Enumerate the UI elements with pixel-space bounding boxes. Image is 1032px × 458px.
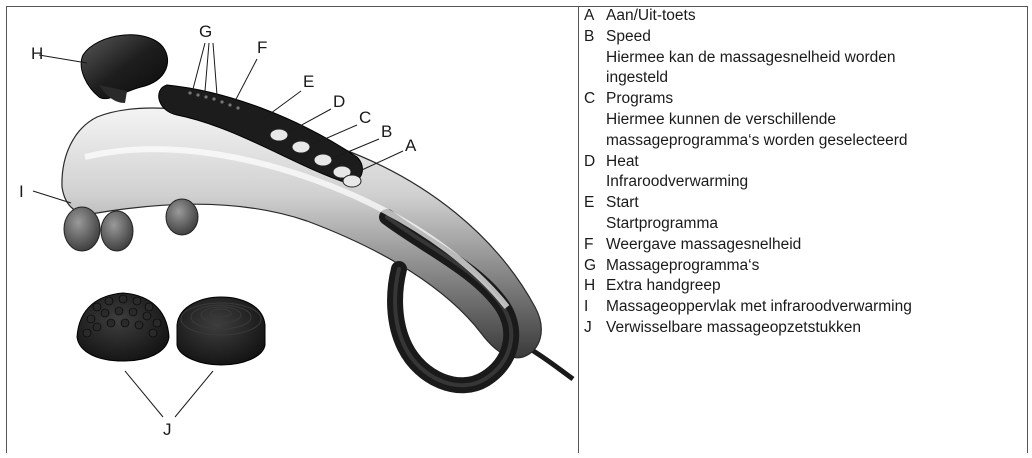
legend-item-a: A Aan/Uit-toets xyxy=(584,6,1024,27)
legend-desc-b: Hiermee kan de massagesnelheid worden in… xyxy=(584,48,1024,90)
legend-item-b: B Speed xyxy=(584,27,1024,48)
callout-a: A xyxy=(405,137,416,154)
legend-item-c: C Programs xyxy=(584,89,1024,110)
legend-desc-line: Infraroodverwarming xyxy=(606,172,1024,193)
start-button-shape xyxy=(270,129,288,141)
legend-item-d: D Heat xyxy=(584,152,1024,173)
legend-letter: J xyxy=(584,318,606,339)
legend-term: Speed xyxy=(606,27,651,48)
callout-i: I xyxy=(19,183,24,200)
legend-term: Start xyxy=(606,193,639,214)
legend-desc-line: Startprogramma xyxy=(606,214,1024,235)
extra-handle-knob xyxy=(81,35,167,99)
massager-figure: H G F E D C B A I J xyxy=(7,7,577,453)
legend-letter: H xyxy=(584,276,606,297)
legend-letter: A xyxy=(584,6,606,27)
legend-letter: E xyxy=(584,193,606,214)
heat-button-shape xyxy=(292,141,310,153)
legend-term: Verwisselbare massageopzetstukken xyxy=(606,318,861,339)
legend-desc-c: Hiermee kunnen de verschillende massagep… xyxy=(584,110,1024,152)
massager-illustration xyxy=(7,7,577,453)
callout-g: G xyxy=(199,23,212,40)
legend-letter: F xyxy=(584,235,606,256)
ridged-attachment xyxy=(177,297,265,365)
legend-desc-e: Startprogramma xyxy=(584,214,1024,235)
legend-term: Heat xyxy=(606,152,639,173)
power-button-shape xyxy=(343,175,361,187)
legend-item-e: E Start xyxy=(584,193,1024,214)
legend-item-i: I Massageoppervlak met infraroodverwarmi… xyxy=(584,297,1024,318)
legend-item-g: G Massageprogramma‘s xyxy=(584,256,1024,277)
power-cable xyxy=(527,347,573,379)
callout-f: F xyxy=(257,39,267,56)
legend-term: Extra handgreep xyxy=(606,276,721,297)
legend-desc-line: ingesteld xyxy=(606,68,1024,89)
programs-button-shape xyxy=(314,154,332,166)
legend-term: Programs xyxy=(606,89,673,110)
legend-letter: G xyxy=(584,256,606,277)
legend-term: Massageoppervlak met infraroodverwarming xyxy=(606,297,912,318)
column-divider xyxy=(578,6,579,453)
callout-c: C xyxy=(359,109,371,126)
legend-item-j: J Verwisselbare massageopzetstukken xyxy=(584,318,1024,339)
parts-legend: A Aan/Uit-toets B Speed Hiermee kan de m… xyxy=(584,6,1024,339)
legend-term: Massageprogramma‘s xyxy=(606,256,759,277)
legend-letter: I xyxy=(584,297,606,318)
legend-letter: C xyxy=(584,89,606,110)
legend-letter: B xyxy=(584,27,606,48)
callout-e: E xyxy=(303,73,314,90)
nubbed-attachment xyxy=(77,293,169,361)
legend-desc-line: Hiermee kan de massagesnelheid worden xyxy=(606,48,1024,69)
callout-d: D xyxy=(333,93,345,110)
legend-desc-line: massageprogramma‘s worden geselecteerd xyxy=(606,131,1024,152)
legend-desc-line: Hiermee kunnen de verschillende xyxy=(606,110,1024,131)
callout-j: J xyxy=(163,421,172,438)
legend-term: Weergave massagesnelheid xyxy=(606,235,801,256)
frame-border-right xyxy=(1027,6,1028,453)
callout-b: B xyxy=(381,123,392,140)
legend-item-f: F Weergave massagesnelheid xyxy=(584,235,1024,256)
legend-desc-d: Infraroodverwarming xyxy=(584,172,1024,193)
legend-term: Aan/Uit-toets xyxy=(606,6,696,27)
callout-h: H xyxy=(31,45,43,62)
legend-letter: D xyxy=(584,152,606,173)
legend-item-h: H Extra handgreep xyxy=(584,276,1024,297)
